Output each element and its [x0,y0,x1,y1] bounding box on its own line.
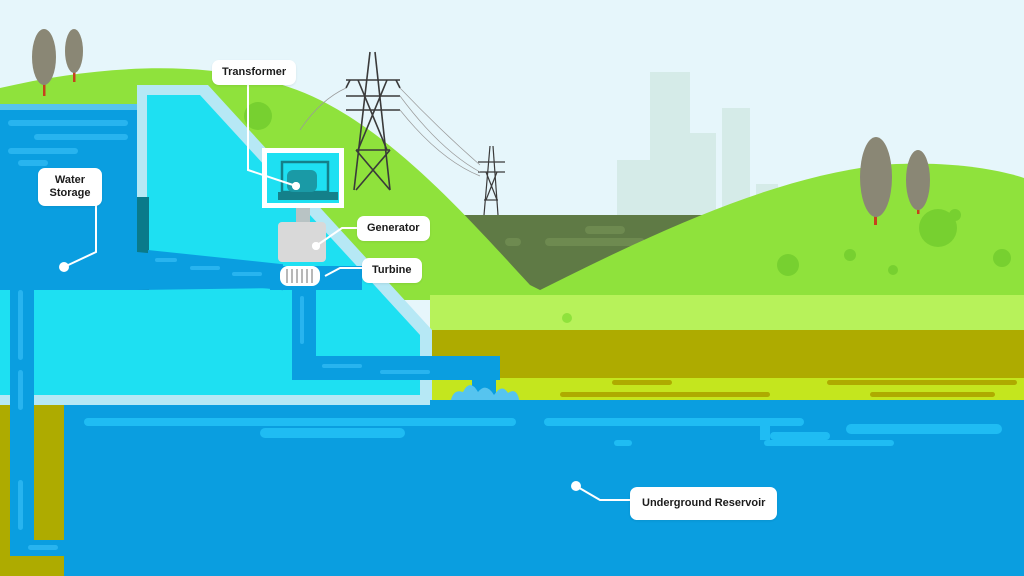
underground-reservoir-label: Underground Reservoir [630,487,778,520]
turbine [280,266,320,286]
transmission-tower-small [478,145,505,216]
shaft-pipe [10,285,66,556]
trees-right [860,137,930,225]
transmission-tower-large [345,51,401,191]
meadow [430,295,1024,333]
penstock [137,250,283,291]
water-storage-label: Water Storage [38,168,102,206]
callout-connectors [63,84,630,501]
trees-left [32,29,83,96]
turbine-label: Turbine [362,258,422,283]
generator-label: Generator [357,216,430,241]
transformer-label: Transformer [212,60,297,85]
generator [278,222,326,262]
power-lines [299,87,481,177]
right-hill [520,163,1024,320]
